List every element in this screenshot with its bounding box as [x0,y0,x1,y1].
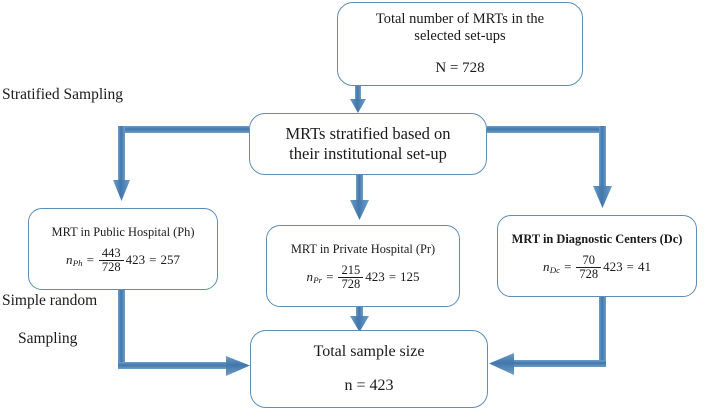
connector-stratified-to-public [113,126,249,201]
formula-denominator-pr: 728 [338,276,364,291]
node-private-hospital-title: MRT in Private Hospital (Pr) [290,241,436,256]
formula-equals-pr: = [326,269,334,285]
formula-multiplier-pr: 423 [365,269,385,285]
node-public-hospital-formula: nPh = 443 728 423 = 257 [66,247,180,274]
formula-denominator-ph: 728 [98,259,124,274]
formula-result-dc: 41 [638,259,652,275]
formula-multiplier-dc: 423 [603,259,623,275]
formula-symbol-pr: nPr [306,268,323,286]
node-private-hospital-formula: nPr = 215 728 423 = 125 [306,264,419,291]
formula-equals-dc: = [564,259,572,275]
node-stratified-line2: their institutional set-up [289,144,447,163]
node-diagnostic-centers-title: MRT in Diagnostic Centers (Dc) [511,231,683,246]
node-stratified[interactable]: MRTs stratified based on their instituti… [249,113,487,175]
node-total-mrts-title-line2: selected set-ups [414,28,506,45]
formula-equals2-pr: = [388,269,397,285]
connector-total-mrts-to-stratified [350,86,366,113]
node-total-mrts-value: N = 728 [435,60,485,77]
connector-public-to-total-sample [118,290,250,376]
node-diagnostic-centers-formula: nDc = 70 728 423 = 41 [543,254,651,281]
formula-result-pr: 125 [400,269,420,285]
formula-result-ph: 257 [160,252,181,268]
label-simple-random: Simple random [2,292,98,309]
node-total-sample-size[interactable]: Total sample size n = 423 [250,330,488,408]
node-total-sample-size-value: n = 423 [344,377,394,394]
connector-stratified-to-diagnostic [487,126,612,208]
label-stratified-sampling: Stratified Sampling [2,86,123,103]
node-private-hospital[interactable]: MRT in Private Hospital (Pr) nPr = 215 7… [266,225,460,307]
formula-fraction-ph: 443 728 [98,245,124,274]
node-total-mrts[interactable]: Total number of MRTs in the selected set… [337,2,583,86]
connector-diagnostic-to-total-sample [489,297,606,375]
connector-stratified-to-private [350,175,369,220]
formula-denominator-dc: 728 [576,266,602,281]
formula-equals-ph: = [86,252,94,268]
formula-fraction-pr: 215 728 [338,262,364,291]
node-total-sample-size-title: Total sample size [313,343,425,361]
formula-fraction-dc: 70 728 [576,252,602,281]
label-sampling: Sampling [18,330,78,347]
node-stratified-line1: MRTs stratified based on [285,123,451,143]
node-total-mrts-title-line1: Total number of MRTs in the [375,10,545,27]
node-public-hospital-title: MRT in Public Hospital (Ph) [51,224,195,239]
formula-equals2-ph: = [149,252,157,268]
formula-equals2-dc: = [626,259,635,275]
formula-symbol-dc: nDc [542,258,561,276]
formula-multiplier-ph: 423 [125,252,146,268]
formula-symbol-ph: nPh [65,251,83,269]
node-public-hospital[interactable]: MRT in Public Hospital (Ph) nPh = 443 72… [28,208,218,290]
node-diagnostic-centers[interactable]: MRT in Diagnostic Centers (Dc) nDc = 70 … [497,215,697,297]
formula-numerator-pr: 215 [341,262,361,277]
formula-numerator-dc: 70 [582,252,596,267]
formula-numerator-ph: 443 [101,245,121,260]
connector-private-to-total-sample [350,307,369,332]
